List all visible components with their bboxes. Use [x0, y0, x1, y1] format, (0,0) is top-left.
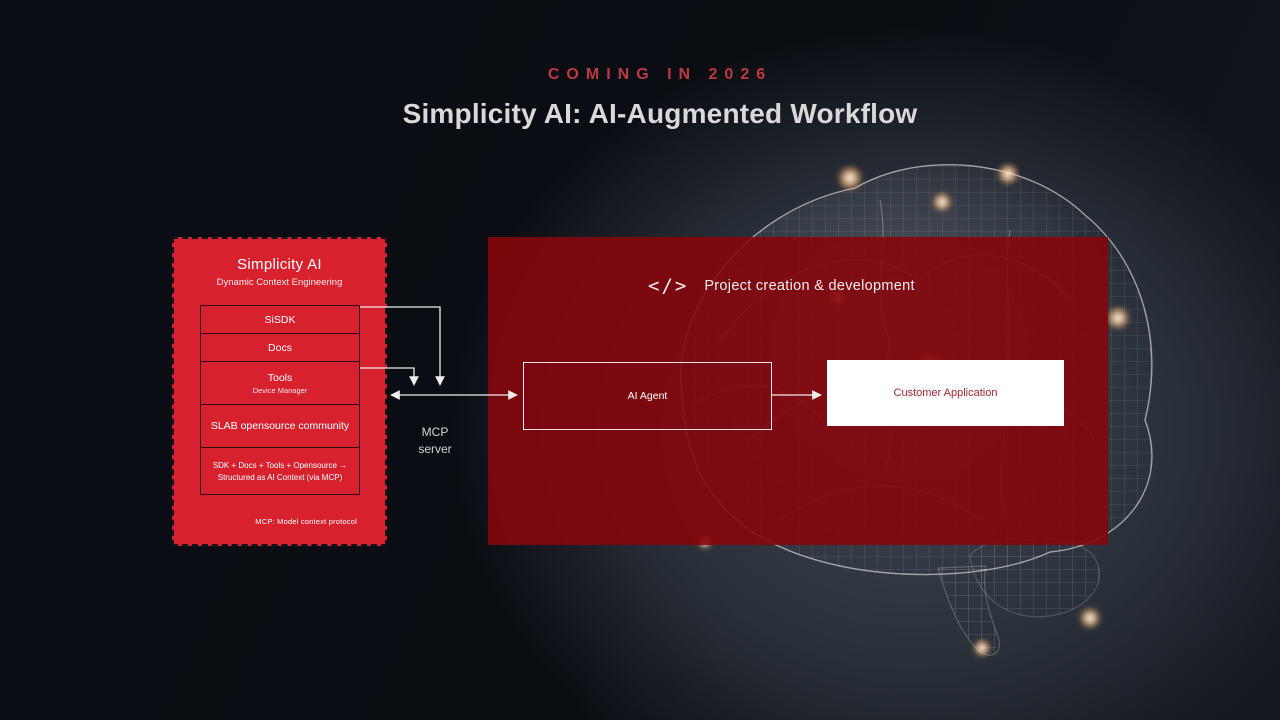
- code-icon: </>: [648, 275, 689, 297]
- left-panel-subtitle: Dynamic Context Engineering: [216, 277, 343, 288]
- item-tools-label: Tools: [267, 371, 293, 384]
- item-docs: Docs: [200, 333, 360, 362]
- item-sisdk-label: SiSDK: [264, 313, 296, 326]
- project-development-panel: </> Project creation & development AI Ag…: [488, 237, 1108, 545]
- item-tools: Tools Device Manager: [200, 361, 360, 405]
- left-panel-title: Simplicity AI: [237, 256, 322, 273]
- customer-application-box: Customer Application: [827, 360, 1064, 426]
- ai-agent-label: AI Agent: [627, 390, 668, 402]
- panel-header: </> Project creation & development: [648, 275, 915, 297]
- item-slab-community-label: SLAB opensource community: [210, 420, 350, 432]
- page-title: Simplicity AI: AI-Augmented Workflow: [402, 98, 918, 129]
- mcp-server-line1: MCP: [421, 425, 449, 439]
- simplicity-ai-panel: Simplicity AI Dynamic Context Engineerin…: [172, 237, 387, 546]
- brain-cerebellum: [969, 535, 1101, 618]
- item-docs-label: Docs: [268, 341, 292, 354]
- mcp-server-line2: server: [418, 441, 452, 456]
- item-slab-community: SLAB opensource community: [200, 404, 360, 448]
- mcp-footnote: MCP: Model context protocol: [255, 517, 357, 526]
- left-panel-header: Simplicity AI Dynamic Context Engineerin…: [174, 256, 385, 288]
- item-sisdk: SiSDK: [200, 305, 360, 334]
- item-ai-context-label: SDK + Docs + Tools + Opensource →: [212, 461, 348, 471]
- slide-heading: COMING IN 2026 Simplicity AI: AI-Augment…: [20, 66, 1280, 130]
- panel-header-label: Project creation & development: [704, 278, 915, 294]
- kicker-text: COMING IN 2026: [547, 66, 773, 83]
- ai-agent-box: AI Agent: [523, 362, 772, 430]
- brain-stem: [937, 565, 1000, 656]
- item-ai-context: SDK + Docs + Tools + Opensource → Struct…: [200, 447, 360, 495]
- item-tools-sublabel: Device Manager: [252, 385, 308, 395]
- item-ai-context-sublabel: Structured as AI Context (via MCP): [217, 472, 343, 482]
- customer-application-label: Customer Application: [893, 387, 998, 399]
- mcp-server-label: MCP server: [400, 424, 470, 458]
